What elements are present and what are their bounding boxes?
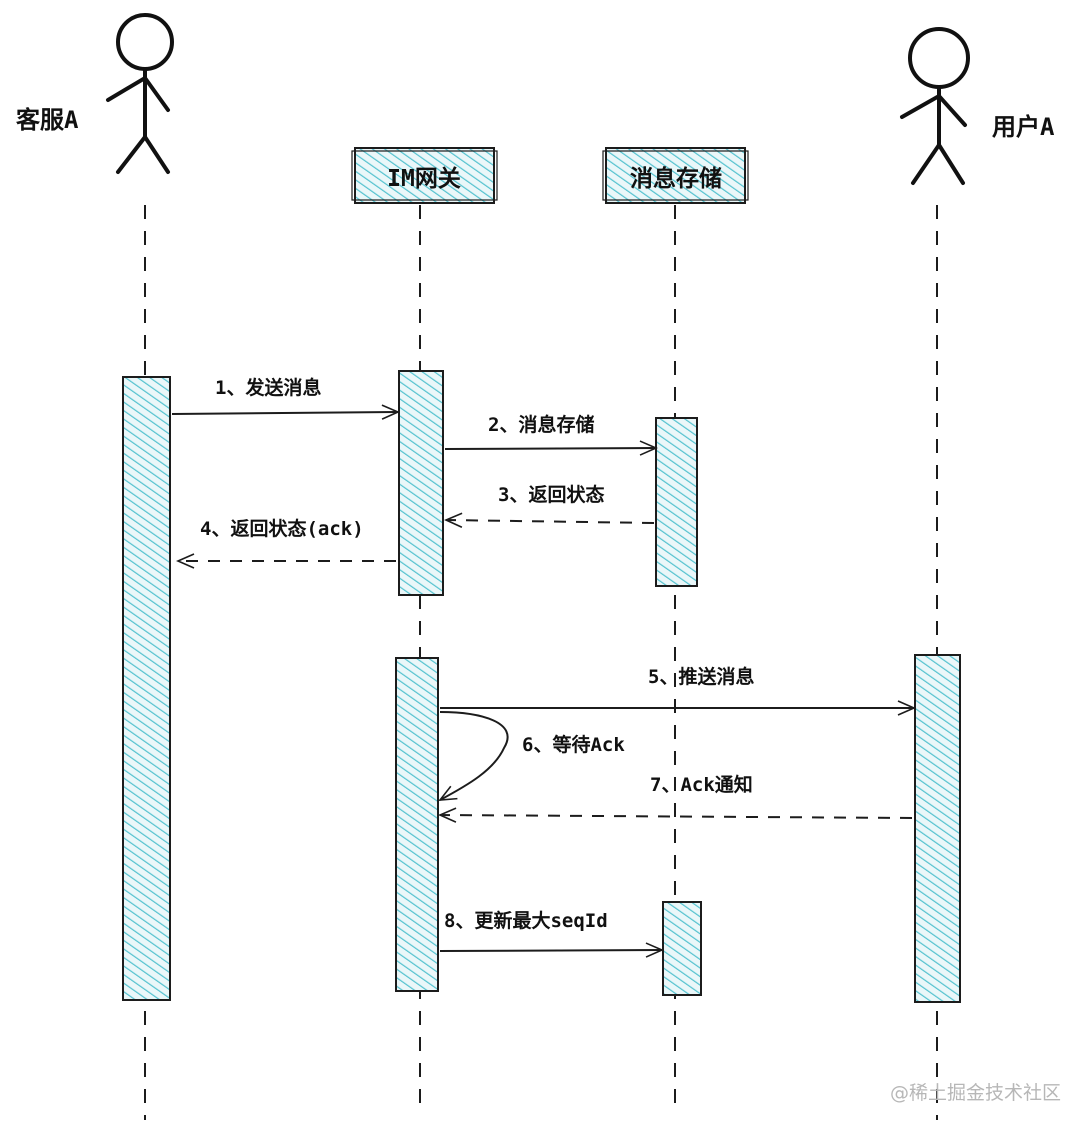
activation-gateway-1 <box>398 370 444 596</box>
label-ack-notify: 7、Ack通知 <box>650 773 753 796</box>
activation-user <box>914 654 961 1003</box>
arrow-update-seqid <box>439 942 664 958</box>
label-return-status: 3、返回状态 <box>498 483 604 506</box>
participant-gateway-label: IM网关 <box>387 165 461 192</box>
label-send-message: 1、发送消息 <box>215 376 321 399</box>
label-push-message: 5、推送消息 <box>648 665 754 688</box>
arrow-store-message <box>444 440 658 456</box>
actor-user-icon <box>900 27 970 185</box>
watermark-text: @稀土掘金技术社区 <box>890 1082 1061 1104</box>
actor-cs-agent-label: 客服A <box>16 106 79 134</box>
participant-storage: 消息存储 <box>602 147 749 204</box>
label-wait-ack: 6、等待Ack <box>522 733 625 756</box>
activation-storage-2 <box>662 901 702 996</box>
label-return-ack: 4、返回状态(ack) <box>200 517 364 540</box>
label-store-message: 2、消息存储 <box>488 413 594 436</box>
arrow-send-message <box>171 404 400 420</box>
actor-cs-agent-icon <box>106 13 174 174</box>
activation-storage-1 <box>655 417 698 587</box>
activation-gateway-2 <box>395 657 439 992</box>
arrow-return-status <box>444 512 655 528</box>
actor-user-label: 用户A <box>992 113 1055 141</box>
participant-gateway: IM网关 <box>351 147 498 204</box>
arrow-wait-ack <box>438 711 509 801</box>
activation-cs-agent <box>122 376 171 1001</box>
participant-storage-label: 消息存储 <box>630 165 722 192</box>
label-update-seqid: 8、更新最大seqId <box>444 909 608 932</box>
